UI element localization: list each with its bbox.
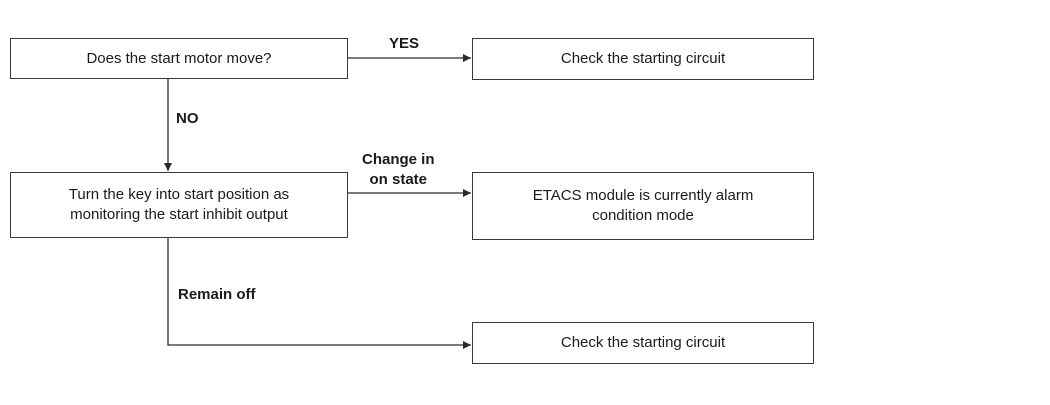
edge-label-yes: YES xyxy=(389,35,420,52)
edge-label-change-in-on-state: Change in on state xyxy=(362,151,435,188)
node-check-starting-circuit-2: Check the starting circuit xyxy=(472,322,814,364)
arrow-remain-off xyxy=(167,238,471,349)
edge-label-remain-off: Remain off xyxy=(178,286,256,303)
node-etacs-alarm-mode: ETACS module is currently alarm conditio… xyxy=(472,172,814,240)
node-start-motor-question: Does the start motor move? xyxy=(10,38,348,79)
node-text: Does the start motor move? xyxy=(86,49,272,67)
node-text: Turn the key into start position as moni… xyxy=(68,186,290,223)
edge-label-no: NO xyxy=(176,110,199,127)
node-text: Check the starting circuit xyxy=(560,50,726,67)
node-check-starting-circuit-1: Check the starting circuit xyxy=(472,38,814,80)
node-text: Check the starting circuit xyxy=(560,334,726,351)
node-turn-key-start-position: Turn the key into start position as moni… xyxy=(10,172,348,238)
node-text: ETACS module is currently alarm conditio… xyxy=(532,187,754,224)
